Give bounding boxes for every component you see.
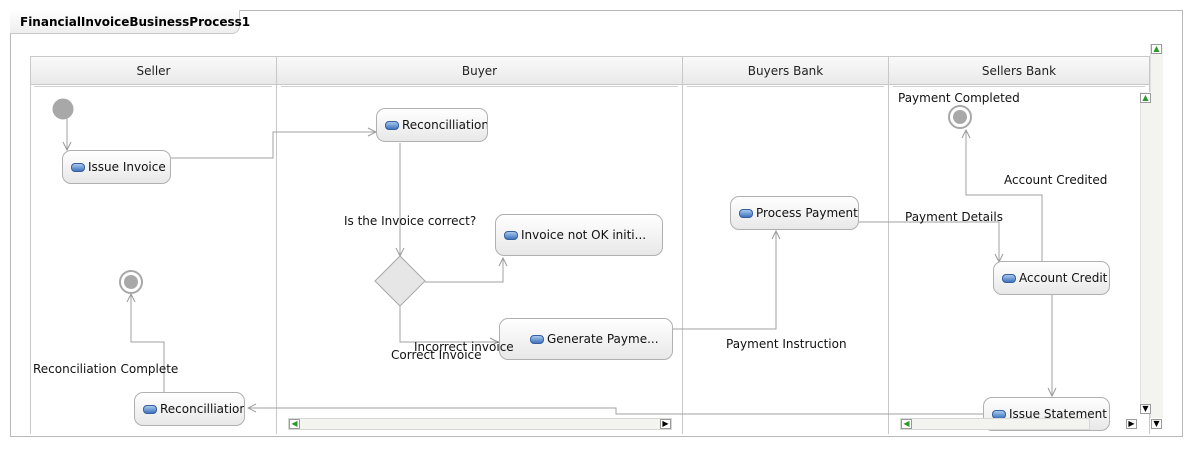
activity-icon [143, 404, 157, 414]
scroll-left-button[interactable]: ◀ [289, 419, 300, 429]
label-payment-instruction: Payment Instruction [726, 337, 847, 351]
activity-icon [739, 208, 753, 218]
activity-reconciliation-buyer[interactable]: Reconcilliation [376, 108, 488, 142]
process-title: FinancialInvoiceBusinessProcess1 [20, 14, 251, 29]
edge-generate-payment-to-process-payment [673, 231, 776, 330]
end-event-seller [119, 270, 143, 294]
lane-header-separator [34, 86, 272, 87]
activity-reconciliation-seller[interactable]: Reconcilliation [134, 392, 245, 426]
label-correct-invoice: Correct Invoice [391, 348, 482, 362]
lane-divider [276, 57, 277, 434]
activity-label: Issue Invoice [88, 160, 166, 174]
edge-process-payment-to-account-credit [859, 221, 999, 262]
buyer-lane-horizontal-scrollbar[interactable] [288, 418, 672, 430]
edge-issue-statement-to-reconciliation [248, 408, 983, 415]
scroll-right-button[interactable]: ▶ [1126, 419, 1137, 429]
activity-label: Account Credit [1019, 271, 1108, 285]
label-payment-completed: Payment Completed [898, 91, 1020, 105]
activity-label: Issue Statement [1009, 407, 1107, 421]
end-event-sellers-bank [948, 105, 972, 129]
label-incorrect-invoice: Incorrect invoice [414, 340, 514, 354]
label-payment-details: Payment Details [905, 210, 1003, 224]
lane-header-buyer: Buyer [277, 57, 682, 85]
sellers-bank-horizontal-scrollbar[interactable] [900, 418, 1090, 430]
edge-decision-to-generate-payment [399, 306, 498, 342]
lane-header-seller: Seller [31, 57, 276, 85]
activity-generate-payment[interactable]: Generate Payme... [499, 318, 673, 360]
activity-icon [530, 334, 544, 344]
process-tab[interactable]: FinancialInvoiceBusinessProcess1 [10, 10, 250, 34]
scroll-up-button[interactable]: ▲ [1151, 44, 1162, 54]
activity-label: Invoice not OK initi... [521, 228, 647, 242]
scroll-down-button[interactable]: ▼ [1151, 419, 1162, 429]
lane-divider [888, 57, 889, 434]
scroll-left-button[interactable]: ◀ [901, 419, 912, 429]
decision-gateway [374, 255, 426, 307]
activity-account-credit[interactable]: Account Credit [993, 261, 1110, 295]
lane-header-buyers-bank: Buyers Bank [683, 57, 888, 85]
label-reconciliation-complete: Reconciliation Complete [33, 362, 179, 376]
label-is-invoice-correct: Is the Invoice correct? [344, 214, 477, 228]
lane-header-separator [281, 86, 678, 87]
activity-label: Process Payment [756, 206, 858, 220]
lane-header-separator [893, 86, 1145, 87]
scroll-right-button[interactable]: ▶ [660, 419, 671, 429]
edge-decision-to-invoice-not-ok [425, 258, 503, 283]
activity-icon [71, 162, 85, 172]
edge-account-credit-to-end [966, 130, 1043, 261]
activity-label: Generate Payme... [547, 332, 659, 346]
label-account-credited: Account Credited [1004, 173, 1108, 187]
activity-invoice-not-ok[interactable]: Invoice not OK initi... [495, 214, 663, 256]
activity-icon [385, 120, 399, 130]
lane-header-separator [687, 86, 884, 87]
lane-scroll-up-button[interactable]: ▲ [1140, 93, 1151, 103]
lane-scroll-down-button[interactable]: ▼ [1140, 404, 1151, 414]
lane-vertical-scrollbar[interactable] [1140, 92, 1152, 406]
lane-divider [682, 57, 683, 434]
activity-icon [504, 230, 518, 240]
activity-process-payment[interactable]: Process Payment [730, 196, 859, 230]
activity-issue-invoice[interactable]: Issue Invoice [62, 150, 171, 184]
lane-header-sellers-bank: Sellers Bank [889, 57, 1149, 85]
edge-issue-invoice-to-reconciliation [171, 132, 376, 159]
activity-label: Reconcilliation [160, 402, 245, 416]
edge-reconciliation-to-end-seller [131, 294, 165, 392]
activity-label: Reconcilliation [402, 118, 488, 132]
activity-icon [1002, 273, 1016, 283]
start-event [52, 98, 74, 120]
